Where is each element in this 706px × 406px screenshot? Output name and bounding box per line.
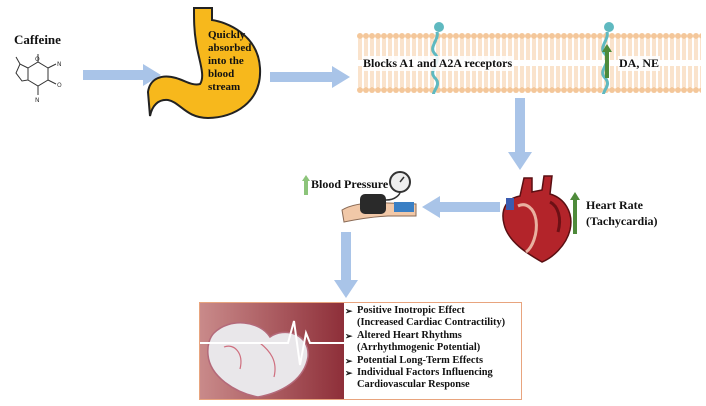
list-item: ➢ Altered Heart Rhythms(Arrhythmogenic P… [345, 330, 520, 355]
membrane-receptor-text: Blocks A1 and A2A receptors [362, 56, 514, 71]
effect-title: Altered Heart Rhythms [357, 329, 462, 341]
arrow-heart-to-blood-pressure [422, 196, 500, 218]
svg-text:O: O [35, 56, 40, 63]
stomach-text-line: blood [208, 68, 235, 80]
increase-arrow-icon [570, 192, 580, 234]
stomach-icon [146, 7, 262, 120]
effect-detail: Cardiovascular Response [357, 379, 470, 391]
arrow-blood-pressure-to-effects [334, 232, 358, 298]
svg-text:O: O [57, 82, 62, 89]
blood-pressure-label: Blood Pressure [311, 177, 389, 191]
bullet-arrow-icon: ➢ [345, 330, 353, 341]
bullet-arrow-icon: ➢ [345, 355, 353, 366]
effect-detail: (Arrhythmogenic Potential) [357, 342, 481, 354]
receptor-ligand-icon [604, 22, 614, 32]
list-item: ➢ Potential Long-Term Effects [345, 355, 520, 367]
receptor-ligand-icon [434, 22, 444, 32]
increase-arrow-icon [602, 44, 612, 78]
heart-rate-label: Heart Rate (Tachycardia) [586, 197, 658, 229]
arrow-membrane-to-heart [508, 98, 532, 170]
neurotransmitter-text: DA, NE [618, 56, 661, 71]
stomach-text: Quickly absorbed into the blood stream [208, 29, 268, 94]
heart-icon [502, 175, 572, 263]
caffeine-molecule-icon: O N O N [15, 54, 62, 104]
heart-ecg-image [200, 303, 344, 399]
stomach-text-line: absorbed [208, 42, 252, 54]
list-item: ➢ Positive Inotropic Effect(Increased Ca… [345, 305, 520, 330]
heart-rate-title: Heart Rate [586, 198, 643, 212]
effect-title: Positive Inotropic Effect [357, 305, 465, 316]
svg-text:N: N [57, 61, 62, 68]
stomach-text-line: Quickly [208, 29, 246, 41]
heart-rate-subtitle: (Tachycardia) [586, 214, 658, 228]
stomach-text-line: into the [208, 55, 244, 67]
bullet-arrow-icon: ➢ [345, 306, 353, 316]
stomach-text-line: stream [208, 81, 241, 93]
caffeine-label: Caffeine [14, 32, 61, 47]
svg-text:N: N [35, 97, 40, 104]
effects-list: ➢ Positive Inotropic Effect(Increased Ca… [345, 305, 520, 392]
effect-title: Individual Factors Influencing [357, 367, 493, 379]
increase-arrow-icon [302, 175, 310, 195]
effect-detail: (Increased Cardiac Contractility) [357, 317, 506, 329]
blood-pressure-cuff-icon [341, 171, 417, 223]
effect-title: Potential Long-Term Effects [357, 354, 484, 366]
arrow-stomach-to-membrane [270, 66, 350, 88]
arrow-caffeine-to-stomach [83, 64, 161, 86]
bullet-arrow-icon: ➢ [345, 368, 353, 379]
